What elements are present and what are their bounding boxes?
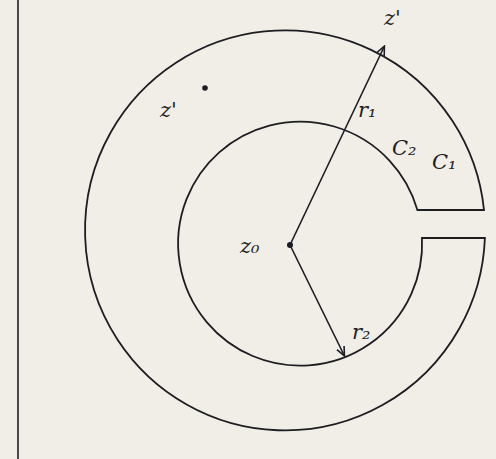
radius-label: r₁ — [358, 100, 376, 121]
center-label: z₀ — [240, 236, 259, 257]
radius-r2 — [290, 245, 344, 355]
contour-label: C₂ — [392, 138, 417, 159]
contour-label: C₁ — [432, 152, 457, 173]
point-dot — [202, 85, 208, 91]
margin-line — [17, 0, 19, 459]
radius-label: r₂ — [352, 322, 370, 343]
point-label: z' — [384, 8, 401, 29]
radius-r1 — [290, 47, 384, 245]
annulus-contour — [85, 30, 485, 430]
point-label: z' — [160, 100, 177, 121]
center-point — [287, 242, 293, 248]
